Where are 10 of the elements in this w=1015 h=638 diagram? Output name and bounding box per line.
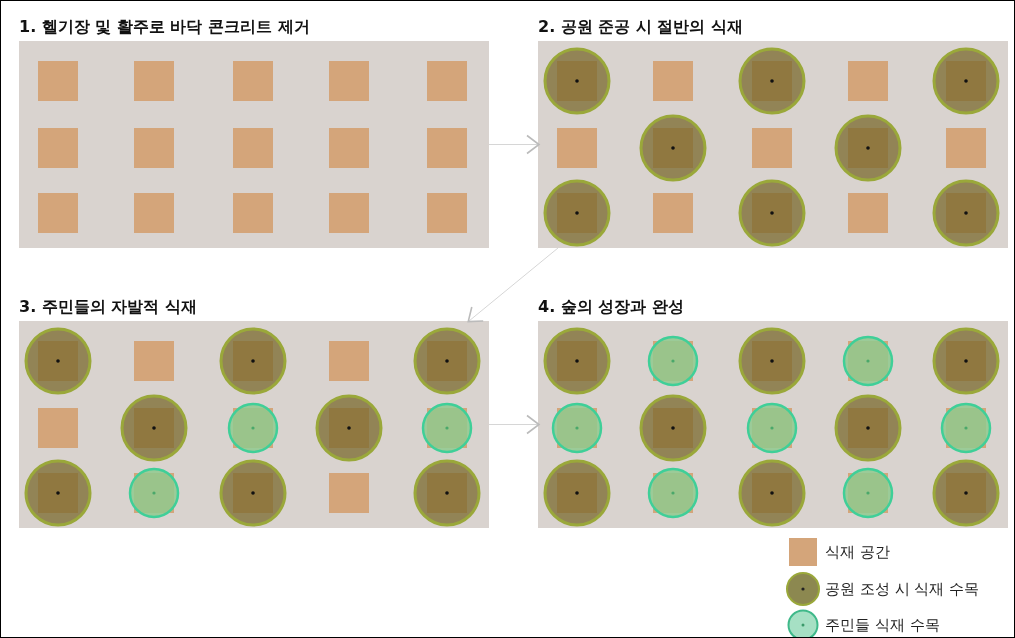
- legend-label: 주민들 식재 수목: [825, 615, 940, 635]
- panel-heading: 3. 주민들의 자발적 식재: [19, 297, 197, 317]
- panel-heading: 1. 헬기장 및 활주로 바닥 콘크리트 제거: [19, 17, 310, 37]
- legend-label: 식재 공간: [825, 542, 890, 562]
- panel-heading: 4. 숲의 성장과 완성: [538, 297, 684, 317]
- chevron-arrow: [467, 247, 559, 323]
- panel-heading: 2. 공원 준공 시 절반의 식재: [538, 17, 744, 37]
- legend-label: 공원 조성 시 식재 수목: [825, 579, 980, 599]
- chevron-arrow: [488, 414, 540, 435]
- chevron-arrow: [488, 134, 540, 155]
